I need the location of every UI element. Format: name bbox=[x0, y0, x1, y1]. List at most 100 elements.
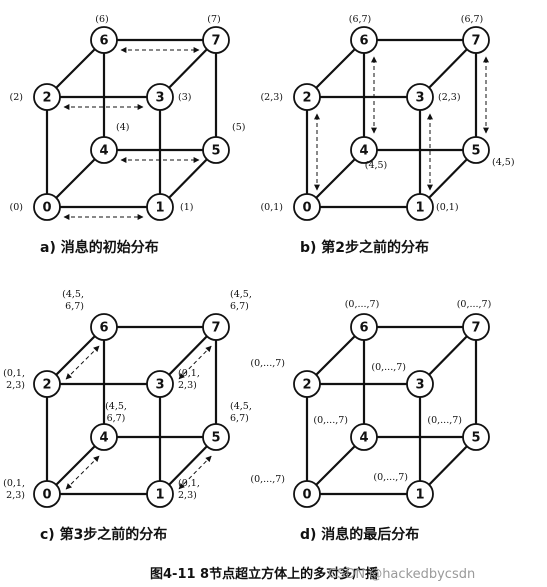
node-number-4: 4 bbox=[359, 431, 368, 446]
node-label-6: (6,7) bbox=[349, 14, 372, 25]
node-label-3: (3) bbox=[178, 92, 191, 103]
node-label-4: (4) bbox=[116, 122, 129, 133]
node-number-1: 1 bbox=[155, 488, 164, 503]
node-label-0: (0,1,2,3) bbox=[3, 478, 25, 501]
panel-2: 0(0,1)1(0,1)2(2,3)3(2,3)4(4,5)5(4,5)6(6,… bbox=[260, 14, 514, 256]
node-1 bbox=[406, 193, 434, 221]
node-2 bbox=[33, 83, 61, 111]
panel-caption: d) 消息的最后分布 bbox=[300, 526, 419, 543]
node-2 bbox=[293, 83, 321, 111]
node-5 bbox=[462, 136, 490, 164]
node-number-5: 5 bbox=[471, 431, 480, 446]
node-7 bbox=[202, 313, 230, 341]
node-2 bbox=[33, 370, 61, 398]
node-4 bbox=[350, 136, 378, 164]
node-label-2: (0,1,2,3) bbox=[3, 368, 25, 391]
node-number-1: 1 bbox=[415, 488, 424, 503]
exchange-arrow-3-7 bbox=[178, 345, 212, 380]
node-number-4: 4 bbox=[99, 144, 108, 159]
figure-title: 图4-11 8节点超立方体上的多对多广播 bbox=[150, 566, 379, 582]
panel-3: 0 (0,1,2,3) 1 (0,1,2,3) 2 (0,1,2,3) 3 (0,1,2,3)… bbox=[3, 289, 252, 543]
node-3 bbox=[146, 83, 174, 111]
exchange-arrow-1-5 bbox=[178, 455, 212, 490]
node-number-7: 7 bbox=[211, 321, 220, 336]
node-5 bbox=[202, 423, 230, 451]
node-5 bbox=[202, 136, 230, 164]
node-7 bbox=[462, 313, 490, 341]
node-3 bbox=[406, 370, 434, 398]
panel-caption: c) 第3步之前的分布 bbox=[40, 526, 167, 543]
node-label-1: (0,1,2,3) bbox=[178, 478, 200, 501]
exchange-arrow-2-6 bbox=[65, 345, 100, 380]
node-label-3: (2,3) bbox=[438, 92, 461, 103]
node-number-1: 1 bbox=[415, 201, 424, 216]
node-number-6: 6 bbox=[99, 321, 108, 336]
node-label-5: (0,...,7) bbox=[427, 415, 462, 426]
node-number-2: 2 bbox=[42, 378, 51, 393]
node-label-2: (2) bbox=[10, 92, 23, 103]
node-label-5: (5) bbox=[232, 122, 245, 133]
node-label-6: (4,5,6,7) bbox=[62, 289, 84, 312]
node-number-7: 7 bbox=[471, 34, 480, 49]
node-label-6: (0,...,7) bbox=[345, 299, 380, 310]
node-4 bbox=[90, 136, 118, 164]
panel-4: 0(0,...,7)1(0,...,7)2(0,...,7)3(0,...,7)… bbox=[250, 299, 491, 543]
node-label-7: (6,7) bbox=[461, 14, 484, 25]
node-number-6: 6 bbox=[359, 34, 368, 49]
node-label-7: (7) bbox=[207, 14, 220, 25]
node-1 bbox=[146, 193, 174, 221]
node-number-6: 6 bbox=[99, 34, 108, 49]
node-number-3: 3 bbox=[155, 91, 164, 106]
node-1 bbox=[146, 480, 174, 508]
node-4 bbox=[90, 423, 118, 451]
node-label-2: (0,...,7) bbox=[250, 358, 285, 369]
panel-1: 0(0)1(1)2(2)3(3)4(4)5(5)6(6)7(7)a) 消息的初始… bbox=[10, 14, 246, 256]
node-label-6: (6) bbox=[95, 14, 108, 25]
node-number-7: 7 bbox=[471, 321, 480, 336]
node-label-2: (2,3) bbox=[260, 92, 283, 103]
node-4 bbox=[350, 423, 378, 451]
node-number-0: 0 bbox=[302, 201, 311, 216]
node-7 bbox=[462, 26, 490, 54]
exchange-arrow-0-4 bbox=[65, 455, 100, 490]
panel-caption: b) 第2步之前的分布 bbox=[300, 239, 429, 256]
watermark: CSDN @hackedbycsdn bbox=[328, 567, 475, 582]
node-number-1: 1 bbox=[155, 201, 164, 216]
node-label-7: (4,5,6,7) bbox=[230, 289, 252, 312]
node-number-3: 3 bbox=[415, 91, 424, 106]
node-label-1: (1) bbox=[180, 202, 193, 213]
node-label-5: (4,5,6,7) bbox=[230, 401, 252, 424]
node-label-0: (0,1) bbox=[260, 202, 283, 213]
node-number-0: 0 bbox=[42, 488, 51, 503]
node-0 bbox=[33, 480, 61, 508]
node-number-3: 3 bbox=[155, 378, 164, 393]
node-3 bbox=[146, 370, 174, 398]
node-label-5: (4,5) bbox=[492, 157, 515, 168]
node-number-0: 0 bbox=[42, 201, 51, 216]
panel-caption: a) 消息的初始分布 bbox=[40, 239, 159, 256]
node-label-4: (4,5,6,7) bbox=[105, 401, 127, 424]
node-number-5: 5 bbox=[471, 144, 480, 159]
node-number-0: 0 bbox=[302, 488, 311, 503]
node-label-0: (0) bbox=[10, 202, 23, 213]
node-0 bbox=[293, 193, 321, 221]
node-2 bbox=[293, 370, 321, 398]
node-number-4: 4 bbox=[359, 144, 368, 159]
node-number-2: 2 bbox=[302, 378, 311, 393]
node-0 bbox=[33, 193, 61, 221]
node-label-1: (0,1) bbox=[436, 202, 459, 213]
node-0 bbox=[293, 480, 321, 508]
node-number-5: 5 bbox=[211, 144, 220, 159]
node-6 bbox=[90, 26, 118, 54]
node-label-4: (4,5) bbox=[365, 160, 388, 171]
node-6 bbox=[350, 26, 378, 54]
node-number-2: 2 bbox=[302, 91, 311, 106]
node-3 bbox=[406, 83, 434, 111]
node-6 bbox=[90, 313, 118, 341]
node-6 bbox=[350, 313, 378, 341]
node-number-3: 3 bbox=[415, 378, 424, 393]
node-number-7: 7 bbox=[211, 34, 220, 49]
node-label-3: (0,1,2,3) bbox=[178, 368, 200, 391]
